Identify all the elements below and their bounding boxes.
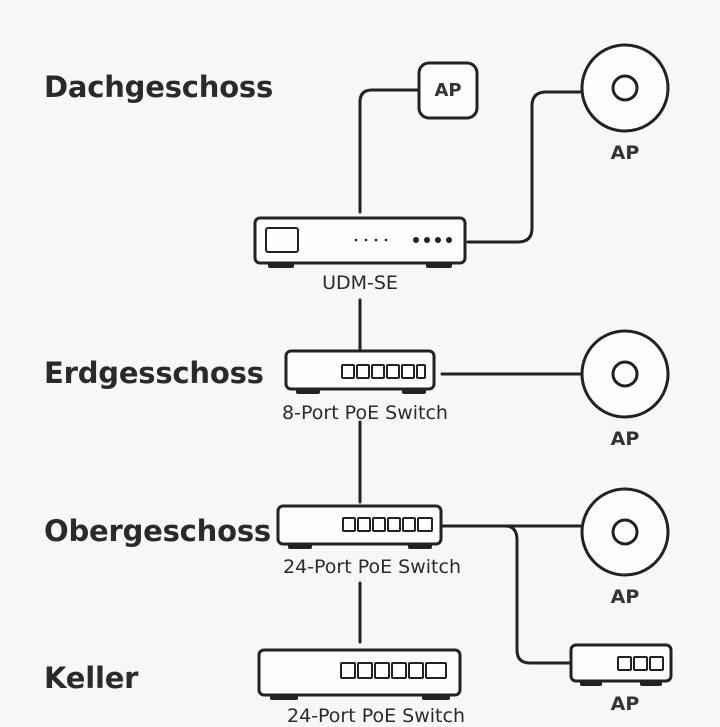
upper-wall-ap-label: AP	[610, 693, 640, 715]
switch24-upper-label: 24-Port PoE Switch	[282, 556, 461, 578]
ground-ceiling-ap-label: AP	[610, 428, 640, 450]
switch8-device[interactable]	[284, 349, 436, 394]
link-udm-to-attic-ceiling-ap	[466, 90, 582, 244]
upper-wall-ap-device[interactable]	[569, 643, 673, 686]
floor-label-attic: Dachgeschoss	[44, 70, 274, 104]
attic-ceiling-ap-device[interactable]	[580, 43, 670, 133]
attic-wall-ap-label: AP	[434, 80, 462, 101]
floor-label-ground: Erdgesschoss	[44, 356, 264, 390]
ground-ceiling-ap-device[interactable]	[580, 329, 670, 419]
switch24-upper-device[interactable]	[276, 504, 443, 549]
upper-ceiling-ap-device[interactable]	[580, 487, 670, 577]
floor-label-basement: Keller	[44, 661, 139, 695]
floor-label-upper: Obergeschoss	[44, 514, 271, 548]
attic-ceiling-ap-label: AP	[610, 142, 640, 164]
upper-ceiling-ap-label: AP	[610, 586, 640, 608]
udm-se-label: UDM-SE	[322, 272, 398, 294]
switch24-basement-device[interactable]	[257, 648, 462, 700]
link-udm-to-attic-wall-ap	[358, 88, 420, 214]
switch24-basement-label: 24-Port PoE Switch	[286, 705, 465, 727]
attic-wall-ap-device[interactable]	[417, 61, 479, 120]
udm-se-device[interactable]	[253, 216, 467, 268]
link-switch24-upper-to-wall-ap	[503, 524, 573, 665]
switch8-label: 8-Port PoE Switch	[282, 402, 448, 424]
